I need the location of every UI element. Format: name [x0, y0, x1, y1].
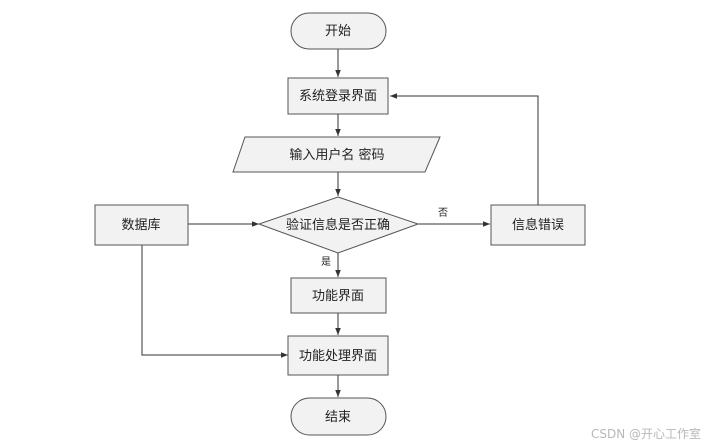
login-label: 系统登录界面: [299, 89, 377, 104]
edge-label-yes: 是: [321, 256, 331, 268]
end-node: [290, 397, 387, 436]
verify-node: [257, 196, 420, 254]
edge-db-proc: [141, 245, 288, 358]
input-label: 输入用户名 密码: [289, 147, 384, 163]
db-node: [94, 204, 189, 246]
edge-label-no: 否: [438, 207, 448, 219]
proc-label: 功能处理界面: [299, 349, 377, 364]
login-node: [287, 77, 389, 115]
error-label: 信息错误: [512, 217, 564, 233]
func-node: [290, 277, 387, 314]
end-label: 结束: [325, 410, 351, 425]
verify-label: 验证信息是否正确: [286, 217, 390, 233]
input-node: [232, 136, 441, 173]
error-node: [490, 204, 586, 246]
edge-error-login: [390, 93, 539, 205]
proc-node: [287, 335, 389, 376]
start-label: 开始: [325, 24, 351, 39]
start-node: [290, 12, 387, 50]
db-label: 数据库: [121, 217, 160, 233]
watermark: CSDN @开心工作室: [590, 427, 701, 441]
func-label: 功能界面: [312, 289, 364, 304]
